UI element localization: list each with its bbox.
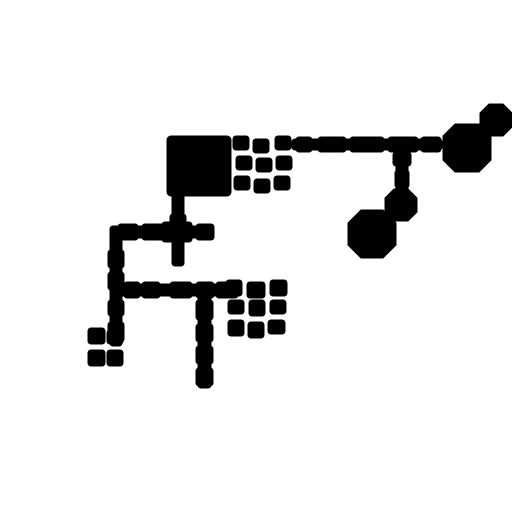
octagon-room-south-small (384, 188, 418, 222)
corridor-west-upper (113, 221, 215, 267)
big-square-room (166, 135, 232, 197)
grid-room-west (87, 327, 124, 367)
corridor-east (291, 136, 443, 153)
corridor-south-branch (392, 149, 412, 193)
octagon-room-south (347, 209, 397, 259)
grid-room-middle (225, 279, 288, 339)
corridor-long-south (195, 291, 214, 389)
corridor-west-lower (113, 281, 243, 299)
octagon-room-east-small (479, 103, 512, 137)
grid-room-top (232, 135, 293, 194)
